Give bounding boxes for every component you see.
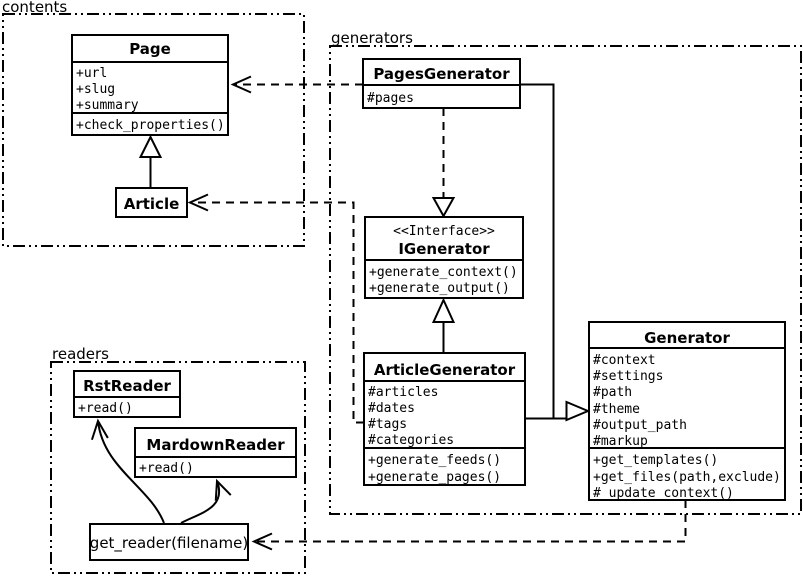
hollow-triangle-icon <box>565 400 591 422</box>
class-attribute: +slug <box>76 82 115 97</box>
package-contents-label: contents <box>2 0 67 16</box>
edge-pagesgenerator-implements-igenerator <box>431 108 456 219</box>
package-readers-label: readers <box>52 345 109 363</box>
class-box <box>362 58 521 109</box>
class-article: Article <box>115 187 188 218</box>
class-method: +read() <box>139 461 194 476</box>
function-box <box>89 523 249 561</box>
class-attribute: #articles <box>368 385 438 400</box>
class-method: +read() <box>78 401 133 416</box>
inheritance-line <box>520 83 555 419</box>
hollow-triangle-icon <box>138 134 163 158</box>
class-attribute: #output_path <box>593 418 687 433</box>
class-attribute: #categories <box>368 433 454 448</box>
dependency-line <box>187 193 364 424</box>
hollow-triangle-icon <box>431 297 456 323</box>
class-title: Article <box>124 195 180 213</box>
class-articlegenerator: ArticleGenerator #articles #dates #tags … <box>363 352 526 486</box>
class-attribute: #markup <box>593 434 648 449</box>
class-attribute: #settings <box>593 369 663 384</box>
class-box <box>588 321 786 501</box>
class-attribute: #theme <box>593 402 640 417</box>
class-box <box>115 187 188 218</box>
class-pagesgenerator: PagesGenerator #pages <box>362 58 521 109</box>
package-readers: readers <box>50 345 306 574</box>
package-generators-border <box>329 45 802 515</box>
class-method: +get_templates() <box>593 453 718 468</box>
class-title: Generator <box>644 329 730 347</box>
class-attribute: #path <box>593 385 632 400</box>
class-rstreader: RstReader +read() <box>73 370 181 418</box>
class-generator: Generator #context #settings #path #them… <box>588 321 786 501</box>
association-curve <box>91 418 165 524</box>
class-title: IGenerator <box>398 240 490 258</box>
class-method: +generate_context() <box>369 265 518 280</box>
package-generators-label: generators <box>331 29 413 47</box>
class-title: Page <box>129 40 171 58</box>
class-method: +get_files(path,exclude) <box>593 470 781 485</box>
interface-stereotype: <<Interface>> <box>393 224 495 239</box>
class-mardownreader: MardownReader +read() <box>134 427 297 478</box>
class-method: +check_properties() <box>76 118 225 133</box>
class-title: PagesGenerator <box>373 65 510 83</box>
edge-getreader-calls-rstreader <box>91 418 165 524</box>
class-attribute: #dates <box>368 401 415 416</box>
package-contents-border <box>2 13 305 247</box>
class-method: #_update_context() <box>593 486 734 501</box>
class-attribute: #context <box>593 353 656 368</box>
package-readers-border <box>50 361 306 574</box>
class-title: MardownReader <box>146 436 285 454</box>
edge-articlegenerator-uses-article <box>187 193 364 424</box>
edge-articlegenerator-implements-igenerator <box>431 297 456 353</box>
class-title: RstReader <box>83 377 171 395</box>
edge-getreader-calls-mardownreader <box>180 478 232 524</box>
class-box <box>134 427 297 478</box>
edge-articlegenerator-extends-generator <box>525 400 591 422</box>
package-contents: contents <box>2 0 305 247</box>
package-generators: generators <box>329 29 802 515</box>
class-box <box>363 352 526 486</box>
class-method: +generate_feeds() <box>368 453 501 468</box>
class-title: ArticleGenerator <box>374 361 516 379</box>
class-method: +generate_pages() <box>368 470 501 485</box>
class-method: +generate_output() <box>369 281 510 296</box>
class-page: Page +url +slug +summary +check_properti… <box>71 34 229 136</box>
edge-generator-uses-getreader <box>251 500 687 551</box>
class-box <box>71 34 229 136</box>
hollow-triangle-icon <box>431 197 456 219</box>
association-curve <box>180 478 232 524</box>
class-attribute: +summary <box>76 98 139 113</box>
edge-article-extends-page <box>138 134 163 188</box>
class-box <box>364 216 524 299</box>
class-attribute: +url <box>76 66 107 81</box>
node-getreader: get_reader(filename) <box>89 523 249 561</box>
class-attribute: #tags <box>368 417 407 432</box>
class-box <box>73 370 181 418</box>
class-attribute: #pages <box>367 91 414 106</box>
dependency-line <box>251 500 687 551</box>
interface-igenerator: <<Interface>> IGenerator +generate_conte… <box>364 216 524 299</box>
function-label: get_reader(filename) <box>90 534 248 553</box>
edge-pagesgenerator-extends-generator <box>520 83 555 419</box>
